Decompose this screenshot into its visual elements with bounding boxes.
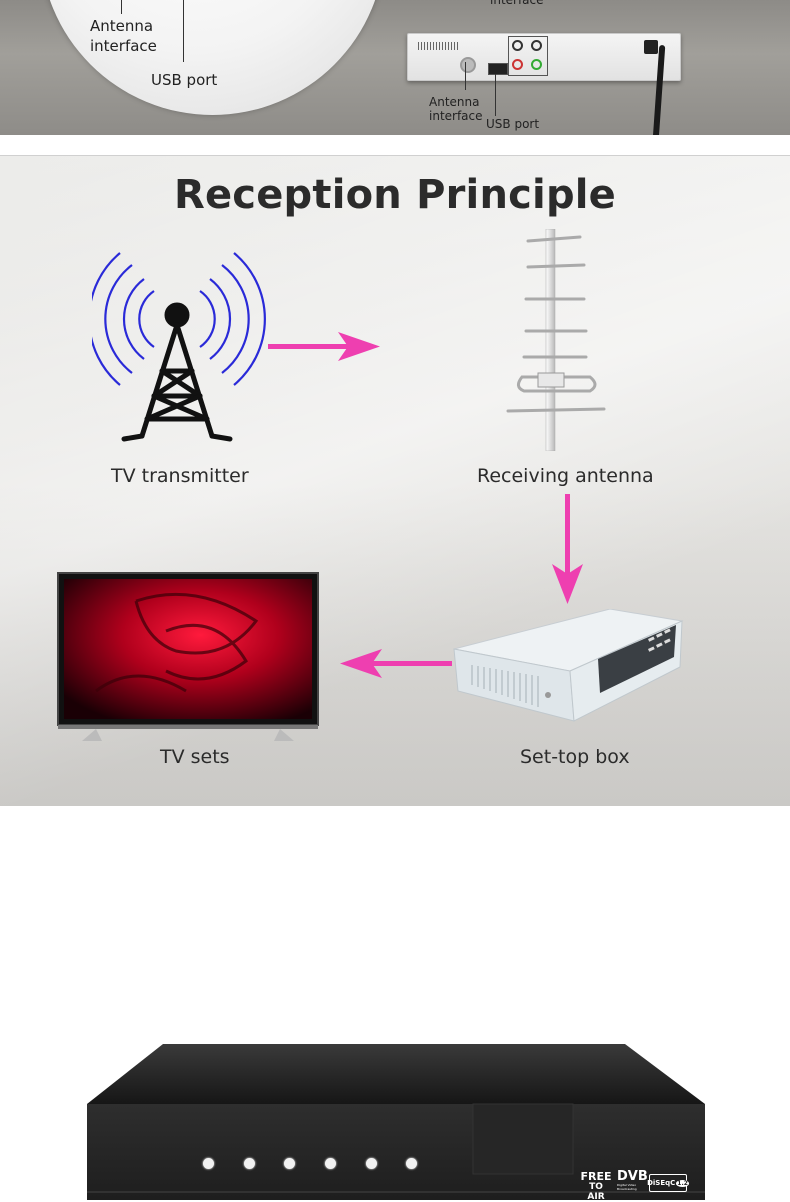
callout-line-usb: [183, 0, 184, 62]
front-button-3: [284, 1158, 295, 1169]
antenna-port-icon: [460, 57, 476, 73]
circle-usb-port-label: USB port: [151, 71, 218, 89]
flow-arrow-right-icon: [268, 332, 380, 361]
front-button-4: [325, 1158, 336, 1169]
box-interface-label: interface: [490, 0, 544, 7]
reception-principle-panel: Reception Principle TV trans: [0, 155, 790, 806]
dvb-subtext: Digital Video Broadcasting: [617, 1183, 637, 1191]
flow-arrow-down-icon: [552, 494, 583, 604]
usb-port-icon: [488, 63, 508, 75]
broadcast-tower-icon: [92, 252, 266, 442]
fta-line2: TO AIR: [587, 1182, 605, 1202]
dvb-logo: DVB Digital Video Broadcasting: [617, 1169, 648, 1191]
serial-sticker: [418, 42, 458, 50]
step-label-set-top-box: Set-top box: [520, 746, 630, 768]
set-top-box-rear-panel: [407, 33, 681, 81]
section-title: Reception Principle: [173, 172, 617, 218]
box-usb-port-label: USB port: [486, 117, 540, 131]
fta-line1: FREE: [580, 1170, 612, 1183]
front-button-2: [244, 1158, 255, 1169]
box-antenna-interface-label: Antenna interface: [429, 95, 483, 123]
front-button-6: [406, 1158, 417, 1169]
step-label-tv-transmitter: TV transmitter: [111, 465, 249, 487]
dvb-text: DVB: [617, 1169, 648, 1184]
callout-line-antenna: [121, 0, 122, 14]
box-callout-line-usb: [495, 74, 496, 116]
set-top-box-product-photo: FREE TO AIR DVB Digital Video Broadcasti…: [85, 1042, 707, 1202]
set-top-box-icon: [453, 609, 684, 722]
av-jack-group: [508, 36, 548, 76]
diseqc-text: DiSEqC: [647, 1179, 676, 1187]
circle-antenna-interface-label: Antenna interface: [90, 17, 157, 55]
front-button-1: [203, 1158, 214, 1169]
box-callout-line-antenna: [465, 62, 466, 90]
front-button-5: [366, 1158, 377, 1169]
black-set-top-box-icon: [87, 1044, 705, 1200]
connection-diagram-banner: Antenna interface USB port interface Ant…: [0, 0, 790, 135]
free-to-air-logo: FREE TO AIR: [579, 1170, 613, 1202]
yagi-antenna-icon: [506, 229, 606, 451]
diseqc-logo: DiSEqC 1.2: [647, 1174, 689, 1192]
diseqc-version: 1.2: [676, 1179, 689, 1187]
step-label-tv-sets: TV sets: [160, 746, 230, 768]
television-icon: [57, 572, 319, 741]
step-label-receiving-antenna: Receiving antenna: [477, 465, 654, 487]
power-socket-icon: [644, 40, 658, 54]
flow-arrow-left-icon: [340, 649, 452, 678]
